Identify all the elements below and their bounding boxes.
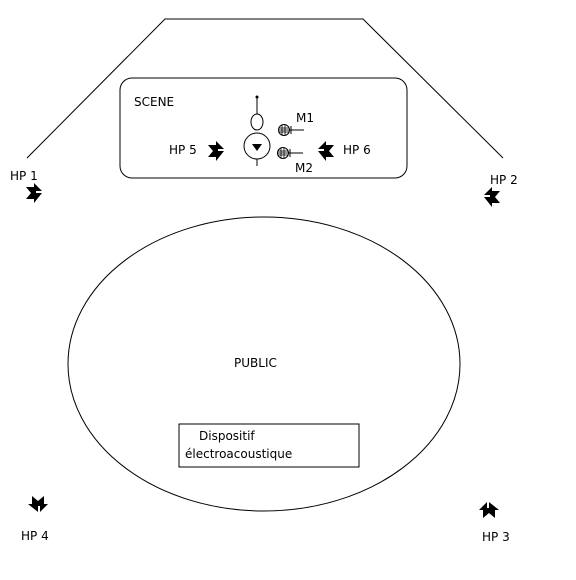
electroacoustic-device [178,423,360,468]
microphone-m2-label: M2 [295,161,313,175]
electroacoustic-device-line1: Dispositif [199,429,255,443]
speaker-hp3-icon [479,502,499,518]
speaker-hp1-icon [26,183,42,203]
speaker-hp6-label: HP 6 [343,143,371,157]
speaker-hp5-label: HP 5 [169,143,197,157]
stage-label: SCENE [134,95,174,109]
speaker-hp5-icon [208,141,224,161]
speaker-hp2-label: HP 2 [490,173,518,187]
audience-area [67,216,461,512]
microphone-m1: M1 [278,111,314,136]
speaker-hp3-label: HP 3 [482,530,510,544]
stage [119,77,408,179]
speaker-hp4-icon [28,496,48,512]
audience-label: PUBLIC [234,356,277,370]
microphone-m1-label: M1 [296,111,314,125]
speaker-hp2: HP 2 [484,173,518,207]
speaker-hp3: HP 3 [479,502,510,544]
speaker-hp4: HP 4 [21,496,49,543]
electroacoustic-device-line2: électroacoustique [185,447,292,461]
speaker-hp2-icon [484,187,500,207]
speaker-hp5: HP 5 [169,141,224,161]
room-outline [26,18,504,159]
speaker-hp4-label: HP 4 [21,529,49,543]
speaker-hp6: HP 6 [318,141,371,161]
speaker-hp1: HP 1 [10,169,42,203]
speaker-hp6-icon [318,141,334,161]
microphone-m2: M2 [277,147,313,175]
speaker-hp1-label: HP 1 [10,169,38,183]
mixer-symbol [243,95,271,166]
